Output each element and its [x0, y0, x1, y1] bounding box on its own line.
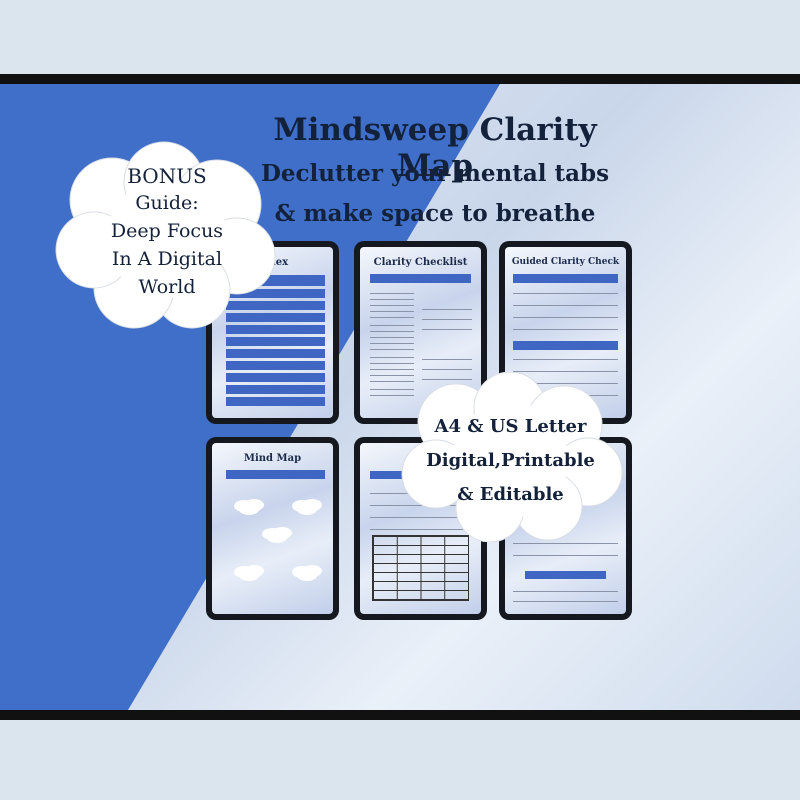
bonus-cloud: BONUS Guide: Deep Focus In A Digital Wor…: [52, 140, 282, 330]
checklist-line: [422, 329, 472, 330]
bonus-line-5: World: [138, 276, 196, 298]
checklist-line: [370, 299, 414, 300]
format-line-2: Digital,Printable: [426, 450, 595, 471]
checklist-line: [370, 337, 414, 338]
bonus-line-2: Guide:: [135, 192, 199, 214]
index-row: [226, 361, 325, 370]
guided-line: [513, 371, 618, 372]
guided-line: [513, 329, 618, 330]
step-page-line: [513, 555, 618, 556]
checklist-line: [370, 305, 414, 306]
index-row: [226, 289, 325, 298]
checklist-line: [422, 309, 472, 310]
checklist-line: [370, 375, 414, 376]
bonus-line-3: Deep Focus: [110, 220, 224, 242]
guided-line: [513, 359, 618, 360]
checklist-line: [370, 381, 414, 382]
index-row: [226, 301, 325, 310]
guided-check-page-title: Guided Clarity Check: [511, 257, 620, 267]
guided-line: [513, 305, 618, 306]
format-line-3: & Editable: [457, 484, 564, 505]
index-row: [226, 397, 325, 406]
checklist-line: [422, 379, 472, 380]
index-row: [226, 325, 325, 334]
checklist-line: [370, 325, 414, 326]
format-cloud: A4 & US Letter Digital,Printable & Edita…: [398, 371, 623, 543]
step-page-line: [513, 591, 618, 592]
subtitle-line-1: Declutter your mental tabs: [260, 160, 610, 187]
bonus-line-1: BONUS: [127, 164, 207, 188]
step-page-bar: [525, 571, 606, 579]
step-page-line: [513, 601, 618, 602]
guided-line: [513, 293, 618, 294]
checklist-line: [370, 331, 414, 332]
mind-map-screen: Mind Map: [212, 443, 333, 614]
guided-line: [513, 317, 618, 318]
index-row: [226, 373, 325, 382]
checklist-page-title: Clarity Checklist: [373, 257, 468, 268]
subtitle-line-2: & make space to breathe: [274, 200, 596, 227]
step-page-line: [513, 543, 618, 544]
checklist-line: [370, 317, 414, 318]
checklist-line: [370, 311, 414, 312]
table-page-line: [370, 517, 471, 518]
format-cloud-shape: [401, 371, 623, 543]
guided-line: [513, 383, 618, 384]
mind-map-header-bar: [226, 470, 325, 479]
table-page-line: [370, 505, 471, 506]
index-row: [226, 275, 325, 286]
guided-step-bar: [513, 274, 618, 283]
mind-map-cloud: [296, 567, 318, 581]
bonus-cloud-shape: [55, 141, 276, 329]
format-line-1: A4 & US Letter: [434, 416, 587, 437]
checklist-header-bar: [370, 274, 471, 283]
checklist-line: [370, 293, 414, 294]
table-page-line: [370, 529, 471, 530]
guided-step-bar: [513, 341, 618, 350]
mind-map-cloud: [266, 529, 288, 543]
checklist-line: [370, 357, 414, 358]
planner-table: [372, 535, 469, 601]
checklist-line: [370, 363, 414, 364]
product-title: Mindsweep Clarity Map: [273, 112, 597, 184]
checklist-line: [370, 349, 414, 350]
checklist-line: [370, 343, 414, 344]
mind-map-cloud: [296, 501, 318, 515]
checklist-line: [422, 319, 472, 320]
mind-map-page-title: Mind Map: [243, 453, 302, 464]
bonus-line-4: In A Digital: [111, 248, 223, 270]
mind-map-cloud: [238, 501, 260, 515]
index-row: [226, 385, 325, 394]
checklist-line: [422, 369, 472, 370]
tablet-checklist: Clarity Checklist: [354, 241, 487, 424]
checklist-line: [370, 389, 414, 390]
tablet-mind-map: Mind Map: [206, 437, 339, 620]
mind-map-cloud: [238, 567, 260, 581]
checklist-line: [370, 395, 414, 396]
index-row: [226, 313, 325, 322]
index-row: [226, 337, 325, 346]
checklist-line: [370, 369, 414, 370]
index-row: [226, 349, 325, 358]
checklist-line: [422, 359, 472, 360]
